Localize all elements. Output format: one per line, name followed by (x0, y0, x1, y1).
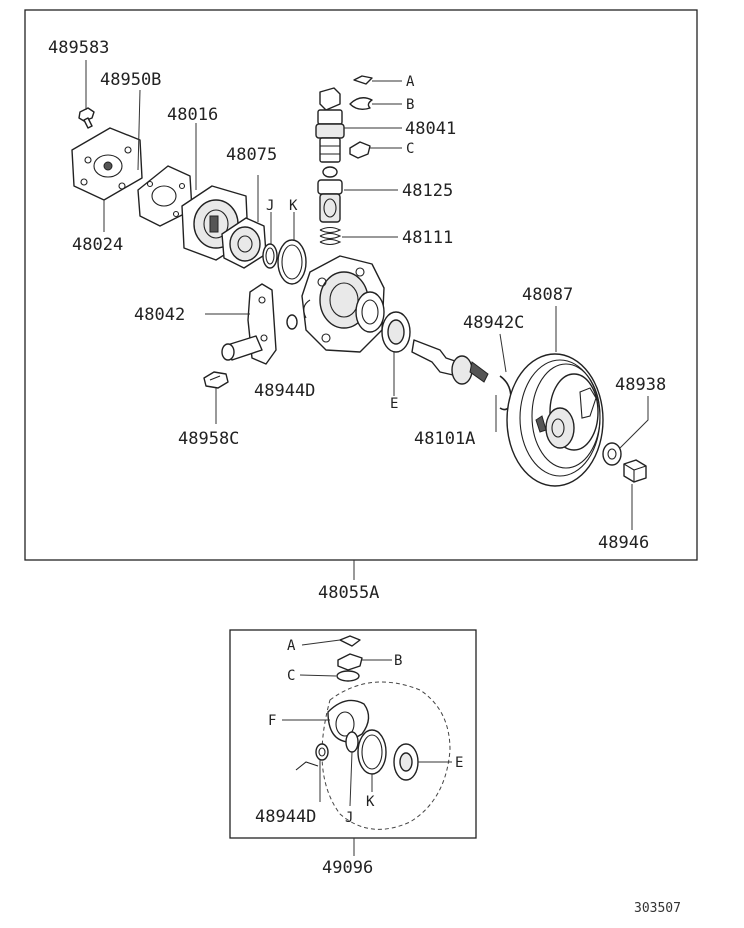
leader-48938 (619, 396, 649, 449)
label-48938: 48938 (615, 375, 666, 395)
kit-parts (295, 635, 451, 830)
leader-48950B (137, 89, 141, 171)
bolt-489583 (78, 107, 95, 129)
kit-label-F: F (268, 713, 276, 729)
label-48075: 48075 (226, 145, 277, 165)
oring-J (262, 243, 278, 269)
main-assembly-frame (24, 9, 698, 561)
label-48111: 48111 (402, 228, 453, 248)
label-48942C: 48942C (463, 313, 524, 333)
rotor-48075 (221, 217, 267, 269)
kit-leader-J (349, 751, 353, 807)
label-48024: 48024 (72, 235, 123, 255)
gasket-48950B (137, 165, 193, 227)
label-J: J (266, 198, 274, 214)
label-48125: 48125 (402, 181, 453, 201)
kit-label-C: C (287, 668, 295, 684)
bushing (286, 314, 298, 330)
kit-label-J: J (345, 810, 353, 826)
label-49096: 49096 (322, 858, 373, 878)
label-K: K (289, 198, 298, 214)
label-E: E (390, 396, 398, 412)
label-48087: 48087 (522, 285, 573, 305)
label-48055A: 48055A (318, 583, 379, 603)
washer-48938 (602, 442, 622, 466)
kit-label-K: K (366, 794, 375, 810)
cover-plate-48024 (71, 127, 143, 201)
label-48958C: 48958C (178, 429, 239, 449)
seal-E (381, 311, 411, 353)
kit-leader-A (301, 639, 341, 646)
shaft-48101A (411, 339, 489, 385)
kit-label-E: E (455, 755, 463, 771)
snap-ring-B (349, 97, 373, 111)
label-48042: 48042 (134, 305, 185, 325)
label-489583: 489583 (48, 38, 109, 58)
seal-ring-K (277, 239, 307, 285)
bracket-48042 (221, 283, 277, 365)
valve-stack (315, 87, 345, 246)
nut-48946 (623, 459, 647, 483)
gasket-C (349, 141, 371, 159)
pulley-48087 (506, 353, 604, 487)
label-48041: 48041 (405, 119, 456, 139)
label-48101A: 48101A (414, 429, 475, 449)
label-48950B: 48950B (100, 70, 161, 90)
label-B: B (406, 97, 414, 113)
pump-body (301, 255, 385, 353)
kit-leader-C (299, 674, 337, 677)
label-48016: 48016 (167, 105, 218, 125)
leader-48942C (499, 333, 507, 373)
kit-label-B: B (394, 653, 402, 669)
label-48946: 48946 (598, 533, 649, 553)
bolt-48958C (203, 371, 229, 389)
figure-code: 303507 (634, 901, 681, 916)
label-C: C (406, 141, 414, 157)
kit-assembly-frame (229, 629, 477, 839)
washer-A (353, 75, 373, 85)
label-A: A (406, 74, 415, 90)
kit-label-48944D: 48944D (255, 807, 316, 827)
kit-label-A: A (287, 638, 296, 654)
label-48944D: 48944D (254, 381, 315, 401)
